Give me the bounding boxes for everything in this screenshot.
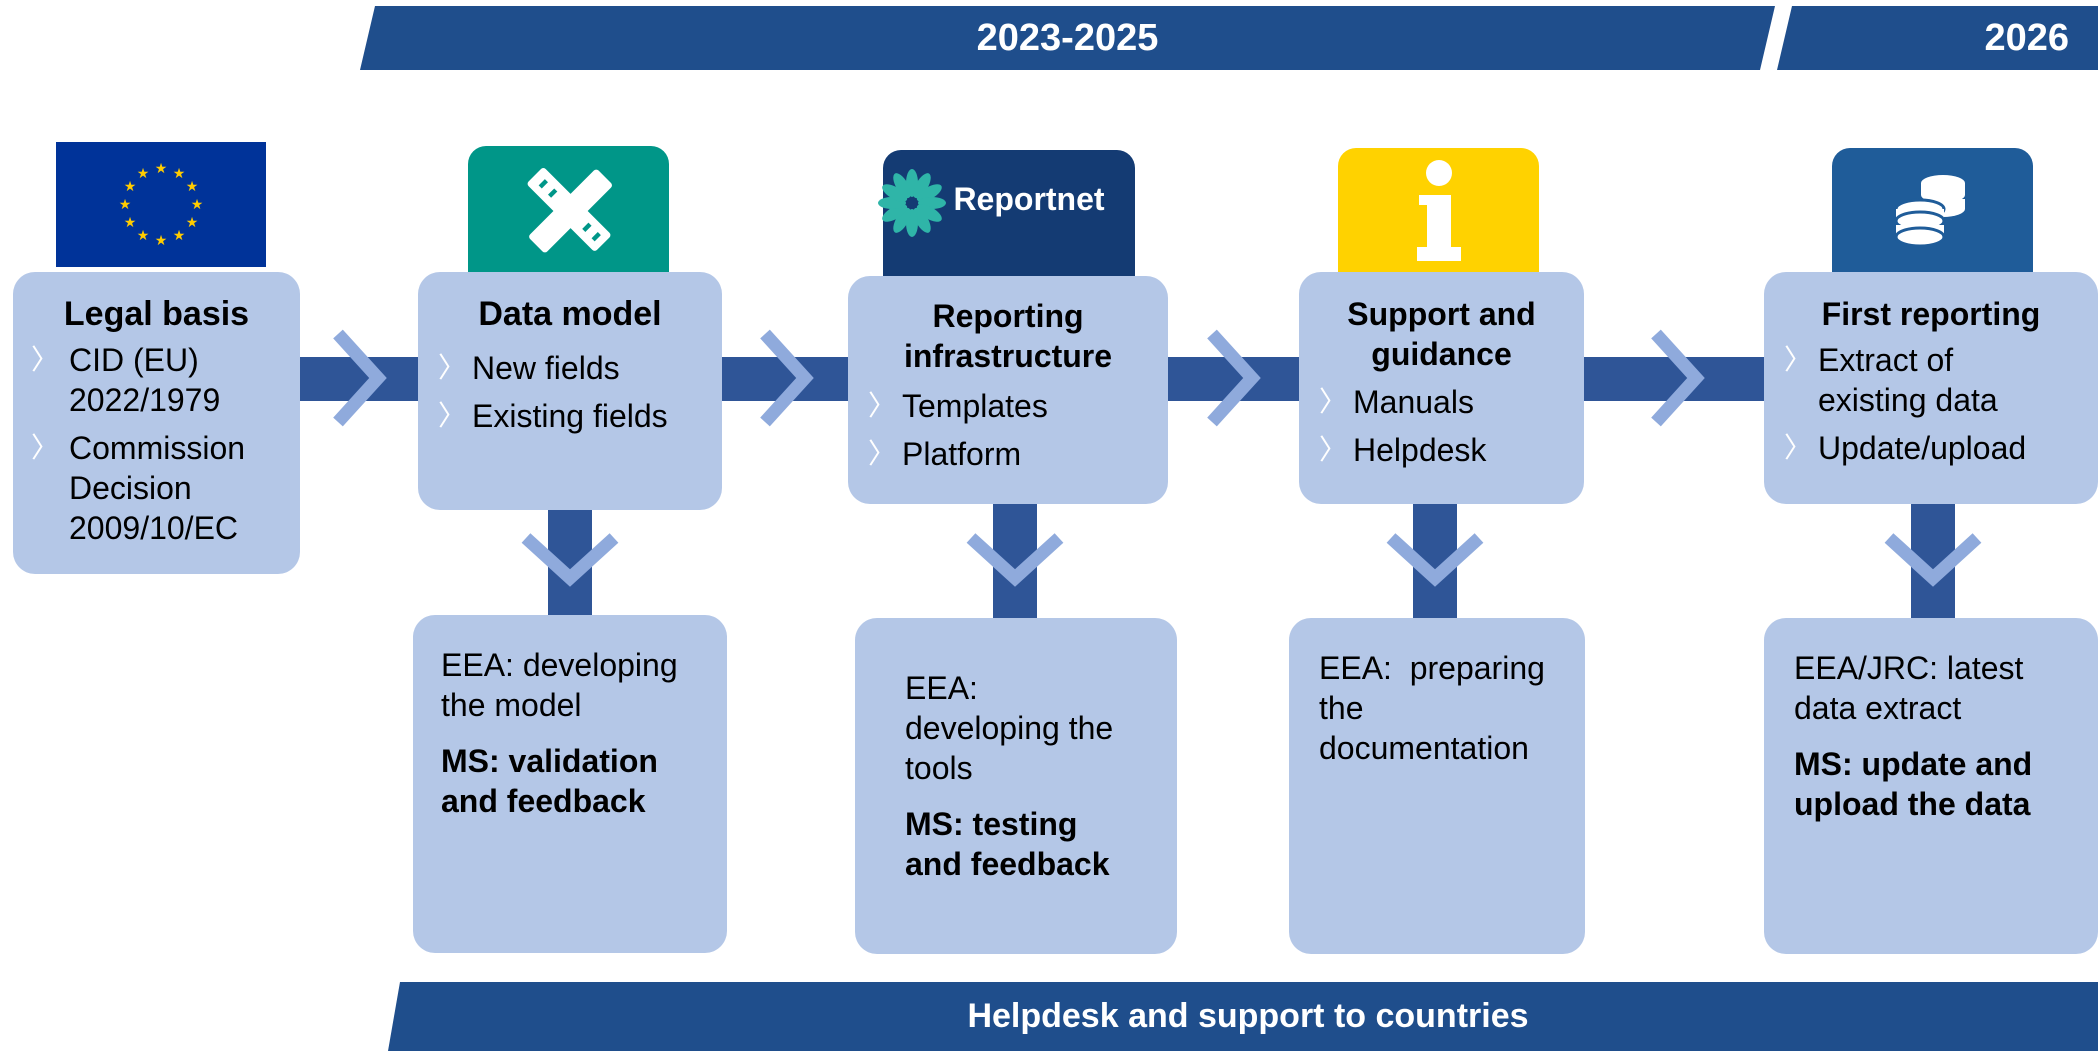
- eu-stars-icon: ★ ★ ★ ★ ★ ★ ★ ★ ★ ★ ★ ★: [119, 161, 204, 249]
- detail-text-bold: MS: validation and feedback: [441, 743, 658, 819]
- detail-card-support-guidance: EEA: preparing the documentation: [1289, 618, 1585, 954]
- svg-text:★: ★: [155, 233, 168, 249]
- footer-label: Helpdesk and support to countries: [967, 997, 1529, 1035]
- bullet-arrow-icon: 〉: [1319, 434, 1348, 465]
- detail-card-data-model: EEA: developing the model MS: validation…: [413, 615, 727, 953]
- chevron-right-icon: [333, 329, 387, 427]
- detail-text: EEA/JRC: latest data extract: [1794, 650, 2024, 726]
- detail-text: EEA: developing the tools: [905, 670, 1114, 786]
- chevron-down-icon: [521, 533, 619, 587]
- svg-text:★: ★: [186, 215, 199, 231]
- stage-bullet: 〉Extract of existing data: [1784, 342, 1998, 418]
- stage-bullet: 〉Update/upload: [1784, 430, 2027, 466]
- stage-bullet: 〉CID (EU) 2022/1979: [31, 342, 221, 418]
- detail-text: EEA: developing the model: [441, 647, 678, 723]
- stage-title: Support and guidance: [1347, 296, 1536, 372]
- period-banner-2026: 2026: [1777, 6, 2098, 70]
- chevron-right-icon: [1207, 329, 1261, 427]
- stage-bullet: 〉Existing fields: [438, 398, 668, 434]
- detail-text-bold: MS: update and upload the data: [1794, 746, 2033, 822]
- eu-flag-icon: ★ ★ ★ ★ ★ ★ ★ ★ ★ ★ ★ ★: [56, 142, 266, 267]
- stage-bullet: 〉Templates: [868, 388, 1048, 424]
- bullet-arrow-icon: 〉: [868, 438, 897, 469]
- bullet-arrow-icon: 〉: [1784, 432, 1813, 463]
- bullet-arrow-icon: 〉: [1319, 386, 1348, 417]
- svg-text:★: ★: [137, 166, 150, 182]
- stage-title: Data model: [478, 295, 662, 333]
- bullet-arrow-icon: 〉: [1784, 344, 1813, 375]
- chevron-down-icon: [1884, 533, 1982, 587]
- chevron-right-icon: [1651, 329, 1705, 427]
- chevron-down-icon: [966, 533, 1064, 587]
- coins-glyph: [1894, 175, 1965, 248]
- bullet-arrow-icon: 〉: [31, 344, 60, 375]
- detail-text-bold: MS: testing and feedback: [905, 806, 1110, 882]
- stage-card-legal-basis: Legal basis 〉CID (EU) 2022/1979 〉Commiss…: [13, 272, 300, 574]
- chevron-down-icon: [1386, 533, 1484, 587]
- bullet-arrow-icon: 〉: [438, 400, 467, 431]
- bullet-arrow-icon: 〉: [31, 432, 60, 463]
- svg-text:★: ★: [186, 179, 199, 195]
- period-banner-2023-2025: 2023-2025: [360, 6, 1775, 70]
- chevron-right-icon: [760, 329, 814, 427]
- bullet-arrow-icon: 〉: [438, 352, 467, 383]
- pencil-ruler-icon: [468, 146, 669, 276]
- svg-text:★: ★: [155, 161, 168, 177]
- stage-card-reporting-infrastructure: Reporting infrastructure 〉Templates 〉Pla…: [848, 276, 1168, 504]
- pencil-ruler-glyph: [527, 168, 612, 253]
- bullet-arrow-icon: 〉: [868, 390, 897, 421]
- stage-title: First reporting: [1821, 296, 2041, 332]
- stage-title: Legal basis: [63, 295, 250, 333]
- stage-bullet: 〉Helpdesk: [1319, 432, 1487, 468]
- database-icon: [1832, 148, 2033, 280]
- stage-bullet: 〉New fields: [438, 350, 620, 386]
- svg-text:★: ★: [124, 215, 137, 231]
- stage-bullet: 〉Commission Decision 2009/10/EC: [31, 430, 246, 546]
- detail-card-reporting-infrastructure: EEA: developing the tools MS: testing an…: [855, 618, 1177, 954]
- period-label: 2026: [1984, 16, 2069, 59]
- info-glyph: [1416, 160, 1461, 261]
- svg-text:★: ★: [173, 166, 186, 182]
- info-icon: [1338, 148, 1539, 280]
- stage-title: Reporting infrastructure: [903, 298, 1113, 374]
- stage-card-data-model: Data model 〉New fields 〉Existing fields: [418, 272, 722, 510]
- svg-text:★: ★: [119, 197, 132, 213]
- svg-text:★: ★: [137, 228, 150, 244]
- detail-card-first-reporting: EEA/JRC: latest data extract MS: update …: [1764, 618, 2098, 954]
- reportnet-logo: Reportnet: [878, 150, 1135, 278]
- stage-card-first-reporting: First reporting 〉Extract of existing dat…: [1764, 272, 2098, 504]
- svg-text:★: ★: [124, 179, 137, 195]
- detail-text: EEA: preparing the documentation: [1319, 650, 1554, 766]
- stage-card-support-guidance: Support and guidance 〉Manuals 〉Helpdesk: [1299, 272, 1584, 504]
- svg-text:★: ★: [173, 228, 186, 244]
- footer-banner: Helpdesk and support to countries: [388, 982, 2098, 1051]
- period-label: 2023-2025: [976, 16, 1159, 59]
- stage-bullet: 〉Platform: [868, 436, 1022, 472]
- stage-bullet: 〉Manuals: [1319, 384, 1474, 420]
- reportnet-logo-text: Reportnet: [953, 180, 1105, 217]
- svg-text:★: ★: [191, 197, 204, 213]
- reportnet-flower-icon: [878, 169, 946, 237]
